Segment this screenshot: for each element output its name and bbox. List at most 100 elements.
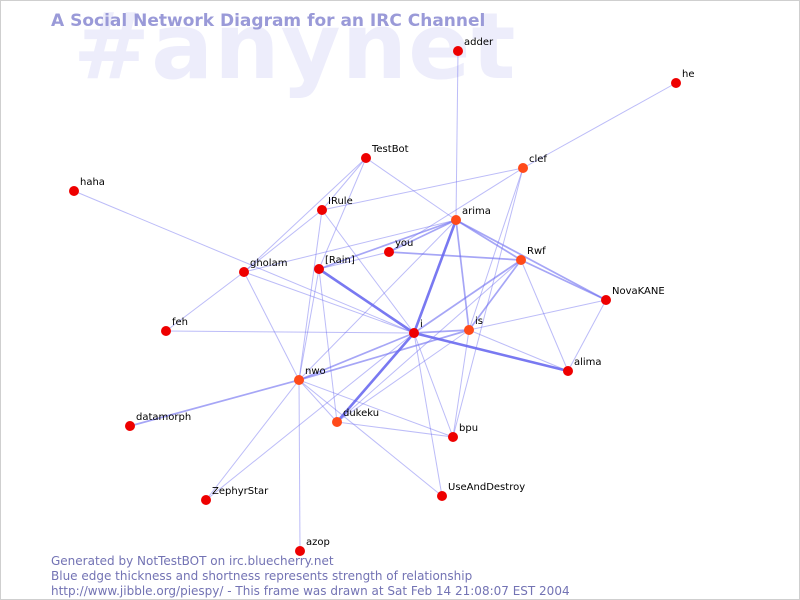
edge-testbot-irule (321, 157, 367, 211)
edge-he-clef (522, 82, 677, 169)
node-dot-you (384, 247, 394, 257)
edge-nwo-zephyrstar (205, 379, 300, 501)
node-label-irain: [Rain] (325, 255, 355, 266)
edge-nwo-dukeku (298, 379, 338, 423)
node-label-gholam: gholam (250, 258, 287, 269)
edge-arima-nwo (298, 219, 457, 381)
edge-irain-dukeku (318, 268, 338, 423)
node-is: is (464, 316, 483, 335)
edge-arima-irain (318, 219, 457, 270)
node-label-bpu: bpu (459, 423, 478, 434)
node-dot-bpu (448, 432, 458, 442)
edge-dukeku-bpu (336, 421, 454, 438)
node-gholam: gholam (239, 258, 287, 277)
edge-rwf-alima (520, 259, 569, 372)
node-dot-clef (518, 163, 528, 173)
edge-testbot-gholam (243, 157, 367, 273)
node-label-alima: alima (574, 357, 602, 368)
node-haha: haha (69, 177, 105, 196)
edge-arima-i (412, 219, 458, 334)
edge-testbot-irain (318, 157, 367, 270)
node-novakane: NovaKANE (601, 286, 665, 305)
node-dot-he (671, 78, 681, 88)
edge-i-useanddestroy (413, 332, 443, 497)
footer-info: Generated by NotTestBOT on irc.bluecherr… (51, 554, 570, 599)
footer-timestamp-line: http://www.jibble.org/piespy/ - This fra… (51, 584, 570, 598)
edge-nwo-useanddestroy (298, 379, 443, 497)
node-label-feh: feh (172, 317, 188, 328)
edge-is-bpu (452, 329, 470, 438)
node-arima: arima (451, 206, 491, 225)
node-dukeku: dukeku (332, 408, 379, 427)
edge-arima-novakane (455, 219, 607, 301)
node-label-nwo: nwo (305, 366, 326, 377)
node-label-azop: azop (306, 537, 330, 548)
edge-rwf-novakane (520, 259, 607, 301)
edge-irule-i (321, 209, 415, 334)
edge-clef-is (468, 167, 524, 331)
node-label-clef: clef (529, 154, 547, 165)
node-clef: clef (518, 154, 547, 173)
node-i: i (409, 319, 423, 338)
node-label-dukeku: dukeku (343, 408, 379, 419)
edge-arima-gholam (243, 219, 457, 273)
node-label-haha: haha (80, 177, 105, 188)
edge-irule-gholam (243, 209, 323, 273)
node-useanddestroy: UseAndDestroy (437, 482, 525, 501)
edges-layer (73, 50, 677, 552)
node-dot-rwf (516, 255, 526, 265)
edge-irule-nwo (298, 209, 323, 381)
node-dot-dukeku (332, 417, 342, 427)
node-irule: IRule (317, 196, 353, 215)
node-feh: feh (161, 317, 188, 336)
node-dot-irain (314, 264, 324, 274)
edge-gholam-i (243, 271, 415, 334)
edge-is-alima (468, 329, 569, 372)
edge-i-bpu (413, 332, 454, 438)
node-dot-haha (69, 186, 79, 196)
edge-clef-bpu (452, 167, 524, 438)
node-label-arima: arima (462, 206, 491, 217)
node-dot-nwo (294, 375, 304, 385)
edge-irain-nwo (298, 268, 320, 381)
node-rwf: Rwf (516, 246, 546, 265)
edge-novakane-is (468, 299, 607, 331)
edge-rwf-i (413, 259, 522, 334)
node-label-irule: IRule (328, 196, 353, 207)
edge-is-dukeku (336, 329, 470, 423)
node-label-is: is (475, 316, 483, 327)
edge-you-rwf (388, 251, 522, 261)
edge-rwf-is (468, 259, 522, 331)
node-label-zephyrstar: ZephyrStar (212, 486, 269, 497)
node-dot-gholam (239, 267, 249, 277)
node-label-rwf: Rwf (527, 246, 546, 257)
node-datamorph: datamorph (125, 412, 191, 431)
node-dot-alima (563, 366, 573, 376)
edge-haha-i (73, 190, 415, 334)
edge-testbot-arima (365, 157, 457, 221)
node-label-datamorph: datamorph (136, 412, 191, 423)
node-dot-azop (295, 546, 305, 556)
node-nwo: nwo (294, 366, 326, 385)
edge-adder-arima (455, 50, 459, 221)
node-label-novakane: NovaKANE (612, 286, 665, 297)
node-label-useanddestroy: UseAndDestroy (448, 482, 525, 493)
footer-generated-line: Generated by NotTestBOT on irc.bluecherr… (51, 554, 334, 568)
node-dot-arima (451, 215, 461, 225)
edge-nwo-datamorph (129, 379, 300, 427)
node-zephyrstar: ZephyrStar (201, 486, 269, 505)
node-dot-is (464, 325, 474, 335)
node-testbot: TestBot (361, 144, 409, 163)
edge-arima-is (455, 219, 470, 331)
edge-clef-irule (321, 167, 524, 211)
edge-irain-i (318, 267, 415, 335)
node-dot-testbot (361, 153, 371, 163)
edge-i-nwo (298, 332, 415, 381)
edge-is-nwo (298, 329, 470, 381)
node-dot-irule (317, 205, 327, 215)
channel-watermark: #anynet (73, 0, 517, 100)
node-label-i: i (420, 319, 423, 330)
node-adder: adder (453, 37, 494, 56)
diagram-title: A Social Network Diagram for an IRC Chan… (51, 11, 486, 31)
